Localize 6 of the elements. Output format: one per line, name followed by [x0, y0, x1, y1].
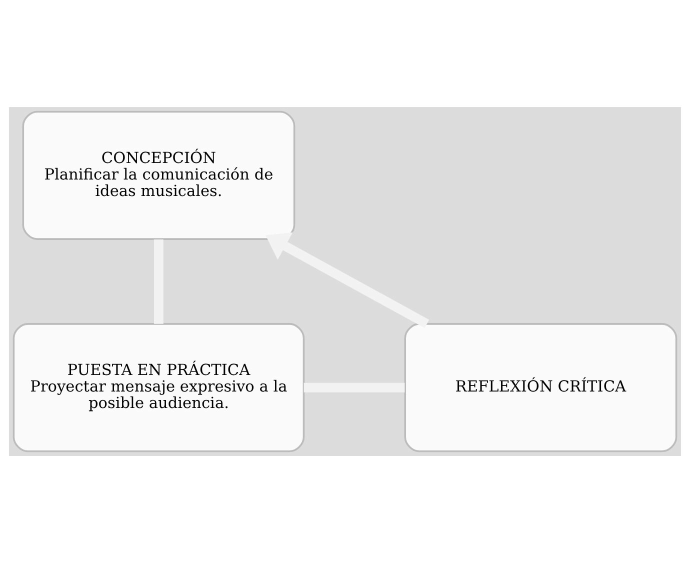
node-box: CONCEPCIÓN Planificar la comunicación de ideas musicales. [22, 110, 295, 240]
node-box: PUESTA EN PRÁCTICA Proyectar mensaje expresivo a la posible audiencia. [12, 323, 304, 452]
connector [154, 240, 163, 324]
arrow [265, 232, 429, 328]
node-box: REFLEXIÓN CRÍTICA [404, 323, 677, 452]
connector [303, 382, 404, 392]
